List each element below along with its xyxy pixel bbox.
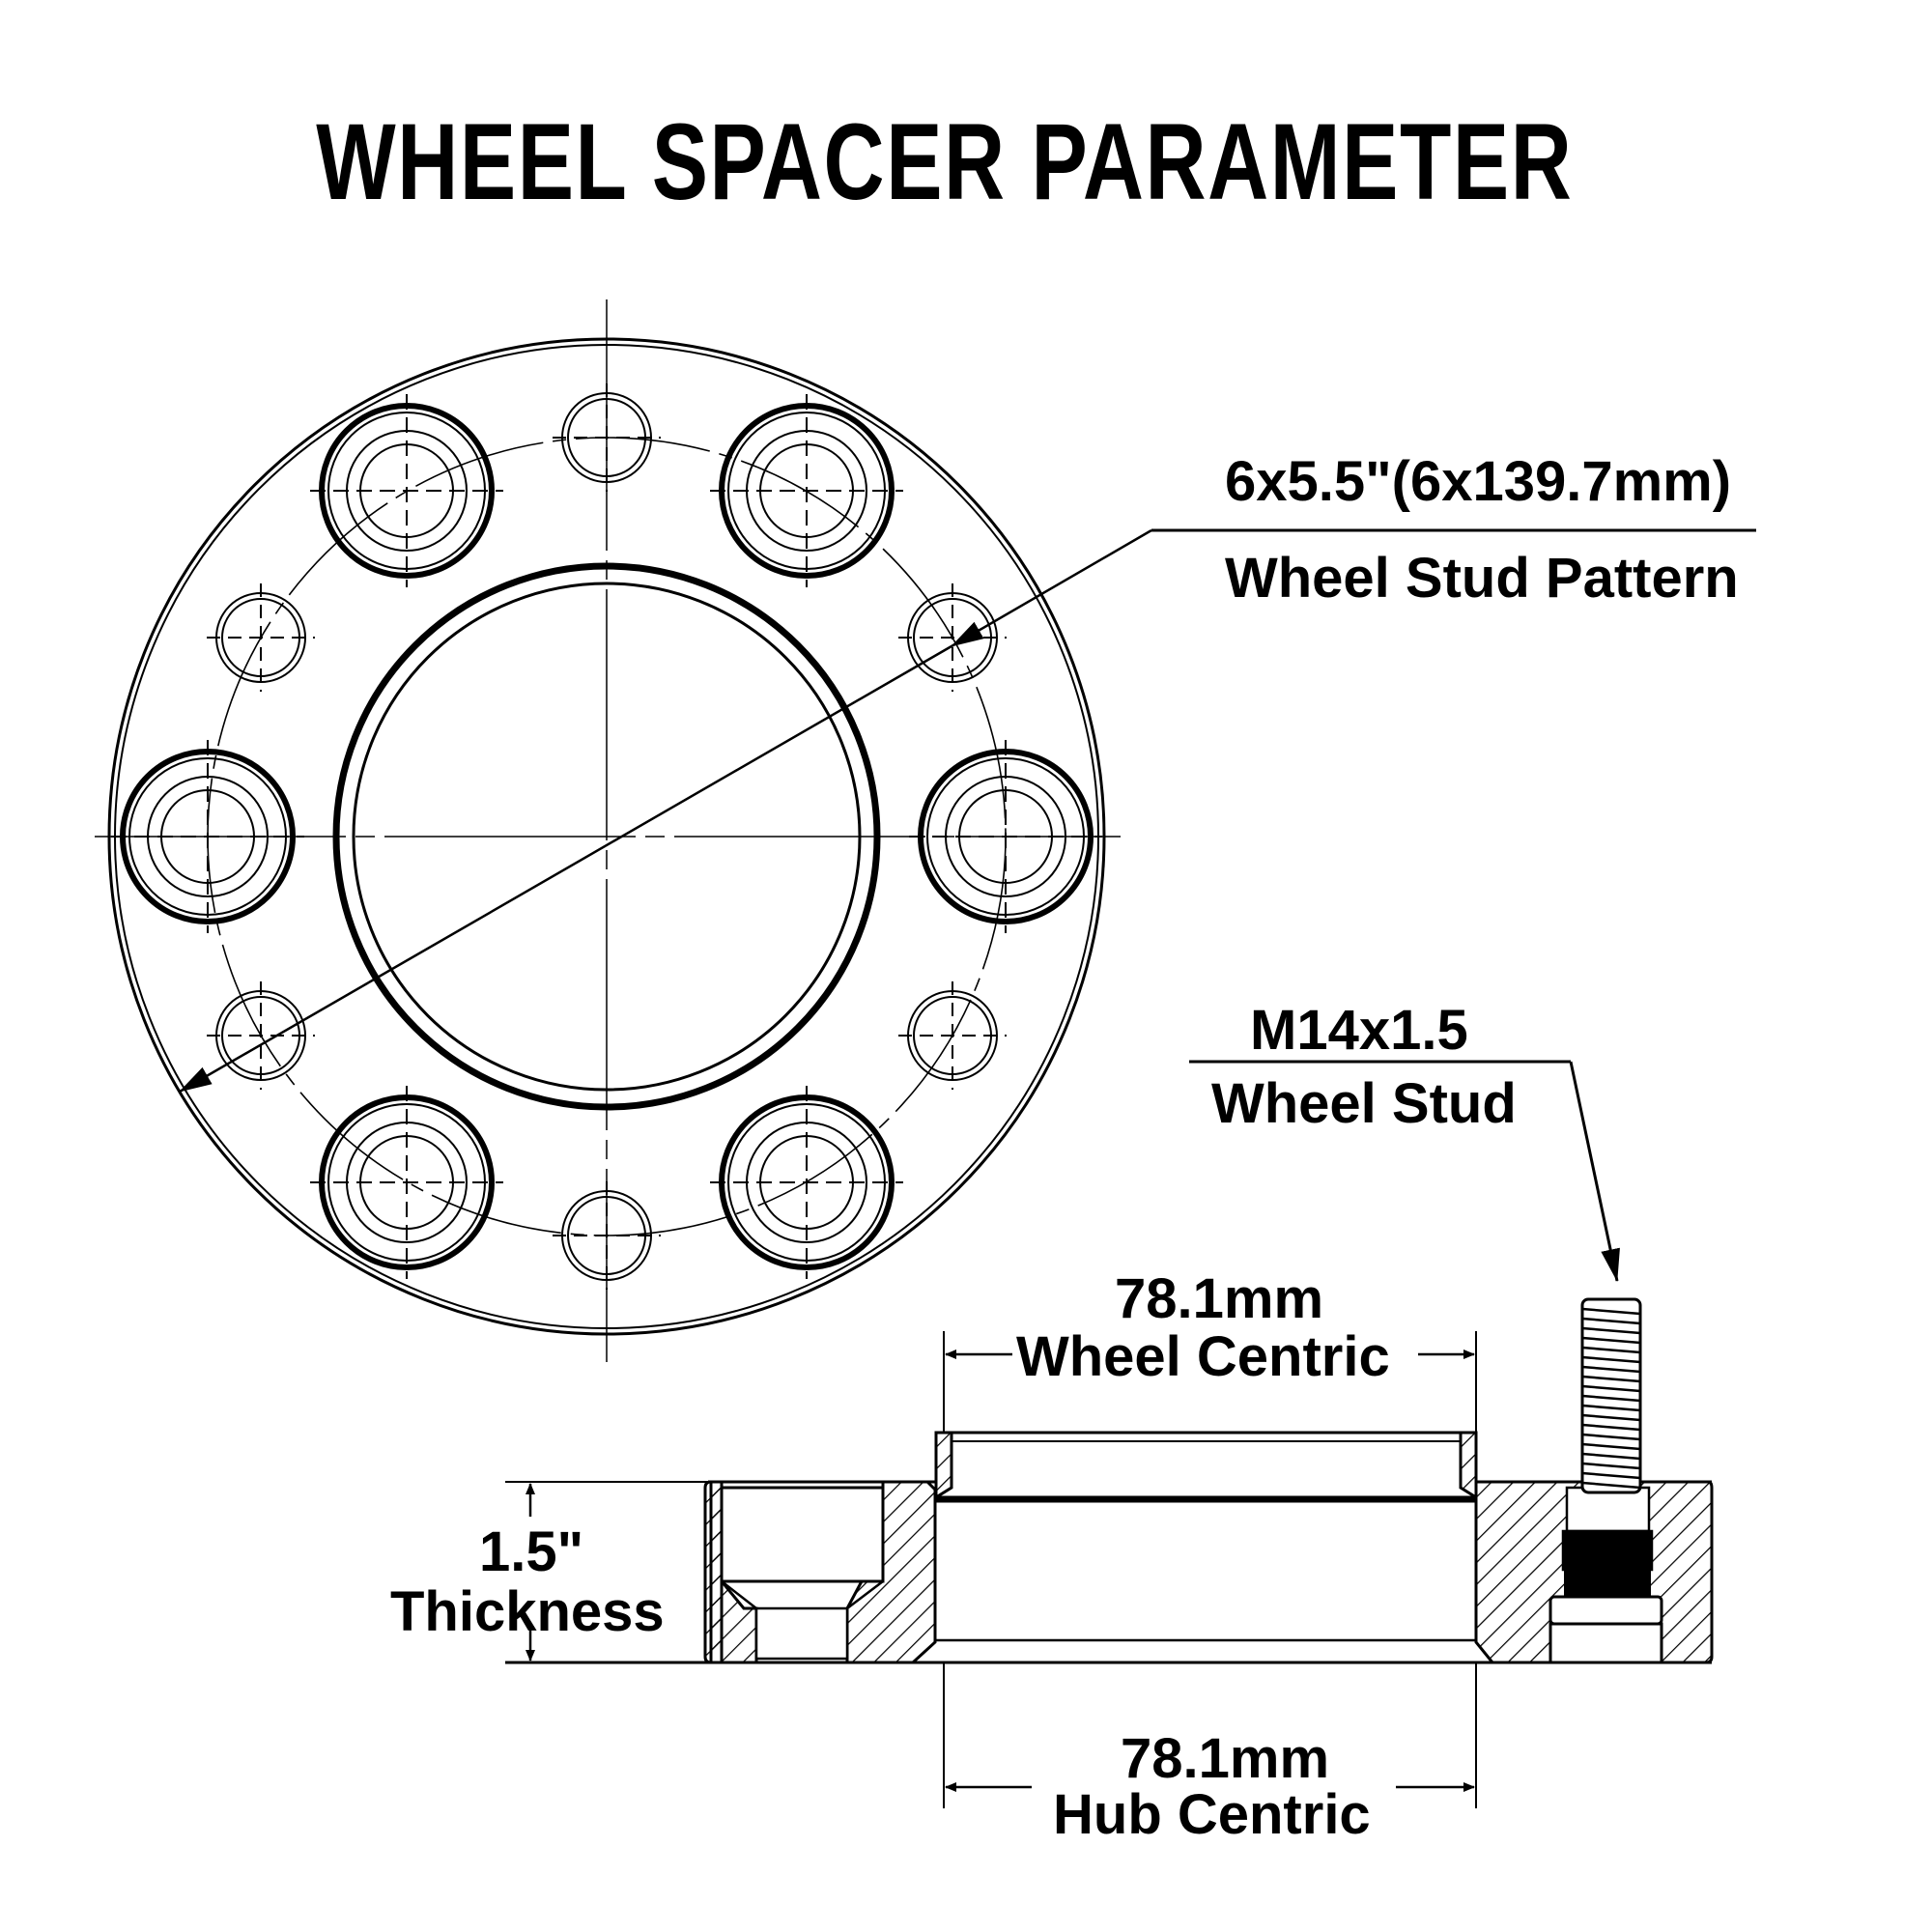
- stud-pattern-leader: [179, 528, 1756, 1094]
- thickness-value: 1.5": [479, 1520, 584, 1583]
- wheel-stud-value: M14x1.5: [1250, 999, 1468, 1062]
- wheel-stud-drawing: [1580, 1297, 1642, 1494]
- wheel-stud-leader: [1189, 1060, 1620, 1282]
- thickness-label: Thickness: [390, 1580, 665, 1643]
- wheel-stud-label: Wheel Stud: [1211, 1072, 1517, 1135]
- wheel-centric-label: Wheel Centric: [1016, 1325, 1390, 1388]
- page-title: WHEEL SPACER PARAMETER: [316, 101, 1574, 222]
- dimension-lines: [526, 1331, 1477, 1808]
- stud-pattern-value: 6x5.5"(6x139.7mm): [1225, 450, 1732, 513]
- stud-pattern-label: Wheel Stud Pattern: [1225, 547, 1739, 610]
- flange-front-view: [95, 299, 1121, 1362]
- hub-centric-value: 78.1mm: [1121, 1727, 1330, 1790]
- stud-hole: [111, 394, 1102, 1279]
- hub-centric-label: Hub Centric: [1053, 1783, 1371, 1846]
- wheel-centric-value: 78.1mm: [1115, 1267, 1324, 1330]
- spacer-cross-section: [505, 1297, 1714, 1664]
